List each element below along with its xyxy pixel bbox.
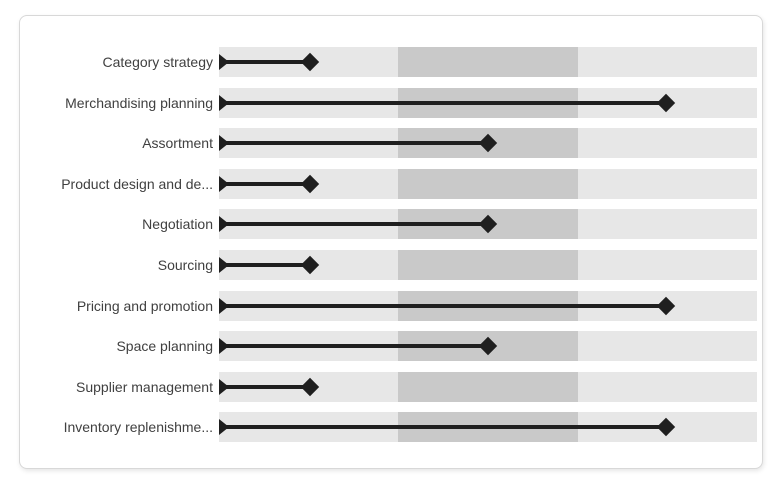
value-track[interactable]: [219, 168, 757, 199]
start-arrow-icon: [219, 216, 229, 233]
category-label: Space planning: [116, 338, 213, 355]
value-track[interactable]: [219, 371, 757, 402]
chart-row: Inventory replenishme...: [20, 412, 757, 443]
value-track[interactable]: [219, 331, 757, 362]
category-label: Assortment: [142, 135, 213, 152]
value-line: [219, 141, 488, 146]
value-line: [219, 262, 311, 267]
value-line: [219, 222, 488, 227]
value-line: [219, 60, 311, 64]
value-marker[interactable]: [656, 296, 675, 315]
chart-row: Merchandising planning: [20, 87, 757, 118]
category-label: Merchandising planning: [65, 94, 213, 111]
chart-row: Sourcing: [20, 249, 757, 280]
value-line: [219, 181, 311, 186]
category-label: Pricing and promotion: [76, 297, 213, 314]
start-arrow-icon: [219, 378, 229, 395]
mid-range-band: [398, 371, 578, 402]
category-label: Product design and de...: [61, 175, 213, 192]
start-arrow-icon: [219, 94, 229, 111]
value-track[interactable]: [219, 128, 757, 159]
value-track[interactable]: [219, 290, 757, 321]
chart-row: Product design and de...: [20, 168, 757, 199]
chart-card: Category strategy Merchandising planning…: [19, 15, 763, 469]
value-line: [219, 303, 666, 308]
value-track[interactable]: [219, 249, 757, 280]
chart-row: Pricing and promotion: [20, 290, 757, 321]
start-arrow-icon: [219, 338, 229, 355]
value-track[interactable]: [219, 209, 757, 240]
mid-range-band: [398, 47, 578, 77]
value-marker[interactable]: [301, 377, 320, 396]
value-track[interactable]: [219, 412, 757, 443]
value-track[interactable]: [219, 47, 757, 77]
category-label: Sourcing: [157, 256, 213, 273]
value-marker[interactable]: [301, 255, 320, 275]
mid-range-band: [398, 168, 578, 199]
start-arrow-icon: [219, 175, 229, 192]
chart-row: Negotiation: [20, 209, 757, 240]
chart-row: Category strategy: [20, 47, 757, 77]
value-line: [219, 384, 311, 389]
value-line: [219, 100, 666, 105]
value-marker[interactable]: [301, 174, 320, 193]
category-label: Category strategy: [102, 54, 214, 70]
value-line: [219, 425, 666, 430]
start-arrow-icon: [219, 135, 229, 152]
chart-row: Supplier management: [20, 371, 757, 402]
value-line: [219, 344, 488, 349]
chart-row: Assortment: [20, 128, 757, 159]
category-label: Supplier management: [76, 378, 213, 395]
chart-row: Space planning: [20, 331, 757, 362]
category-label: Inventory replenishme...: [63, 419, 213, 436]
value-marker[interactable]: [301, 52, 320, 72]
mid-range-band: [398, 249, 578, 280]
start-arrow-icon: [219, 256, 229, 273]
value-marker[interactable]: [656, 418, 675, 437]
value-track[interactable]: [219, 87, 757, 118]
start-arrow-icon: [219, 54, 229, 70]
category-label: Negotiation: [142, 216, 213, 233]
start-arrow-icon: [219, 419, 229, 436]
value-marker[interactable]: [656, 93, 675, 112]
start-arrow-icon: [219, 297, 229, 314]
chart-area: Category strategy Merchandising planning…: [20, 47, 757, 453]
